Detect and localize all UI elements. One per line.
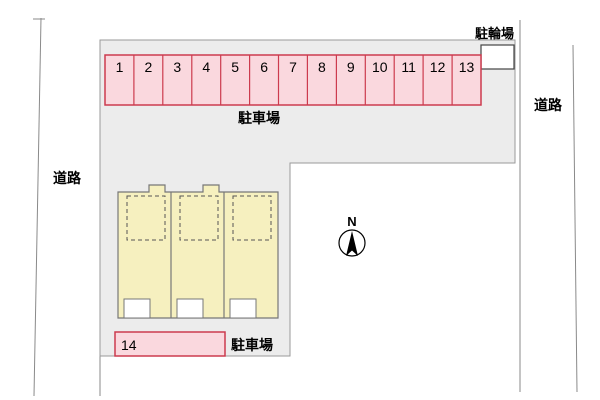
parking-lot-label-bottom: 駐車場 [231, 337, 273, 353]
stall-number: 1 [116, 59, 124, 75]
building-outline [117, 184, 279, 319]
stall-number: 9 [347, 59, 355, 75]
stall-number: 3 [173, 59, 181, 75]
parking-lot-label-top: 駐車場 [238, 110, 280, 126]
north-needle-icon [346, 231, 358, 256]
stall-number-14: 14 [121, 337, 137, 353]
entry-porches [123, 298, 257, 319]
upper-floor-dashed-outlines [126, 195, 272, 241]
north-label: N [347, 214, 356, 229]
stall-number: 12 [430, 59, 446, 75]
road-label-left: 道路 [53, 170, 82, 186]
stall-number: 5 [231, 59, 239, 75]
stall-number: 13 [459, 59, 475, 75]
bicycle-parking-box [480, 44, 515, 70]
road-label-right: 道路 [534, 97, 563, 113]
stall-number: 2 [145, 59, 153, 75]
stall-number: 8 [318, 59, 326, 75]
stall-dividers [133, 55, 453, 105]
stall-number: 11 [401, 59, 416, 75]
stall-number: 10 [372, 59, 388, 75]
stall-number: 7 [289, 59, 297, 75]
bicycle-parking-label: 駐輪場 [475, 26, 514, 41]
stall-number: 4 [202, 59, 210, 75]
parking-stall-row [104, 54, 482, 106]
road-line-right-outer [572, 44, 578, 393]
parking-stall-14 [114, 331, 226, 357]
road-line-left-outer [33, 17, 42, 397]
stall-number: 6 [260, 59, 268, 75]
